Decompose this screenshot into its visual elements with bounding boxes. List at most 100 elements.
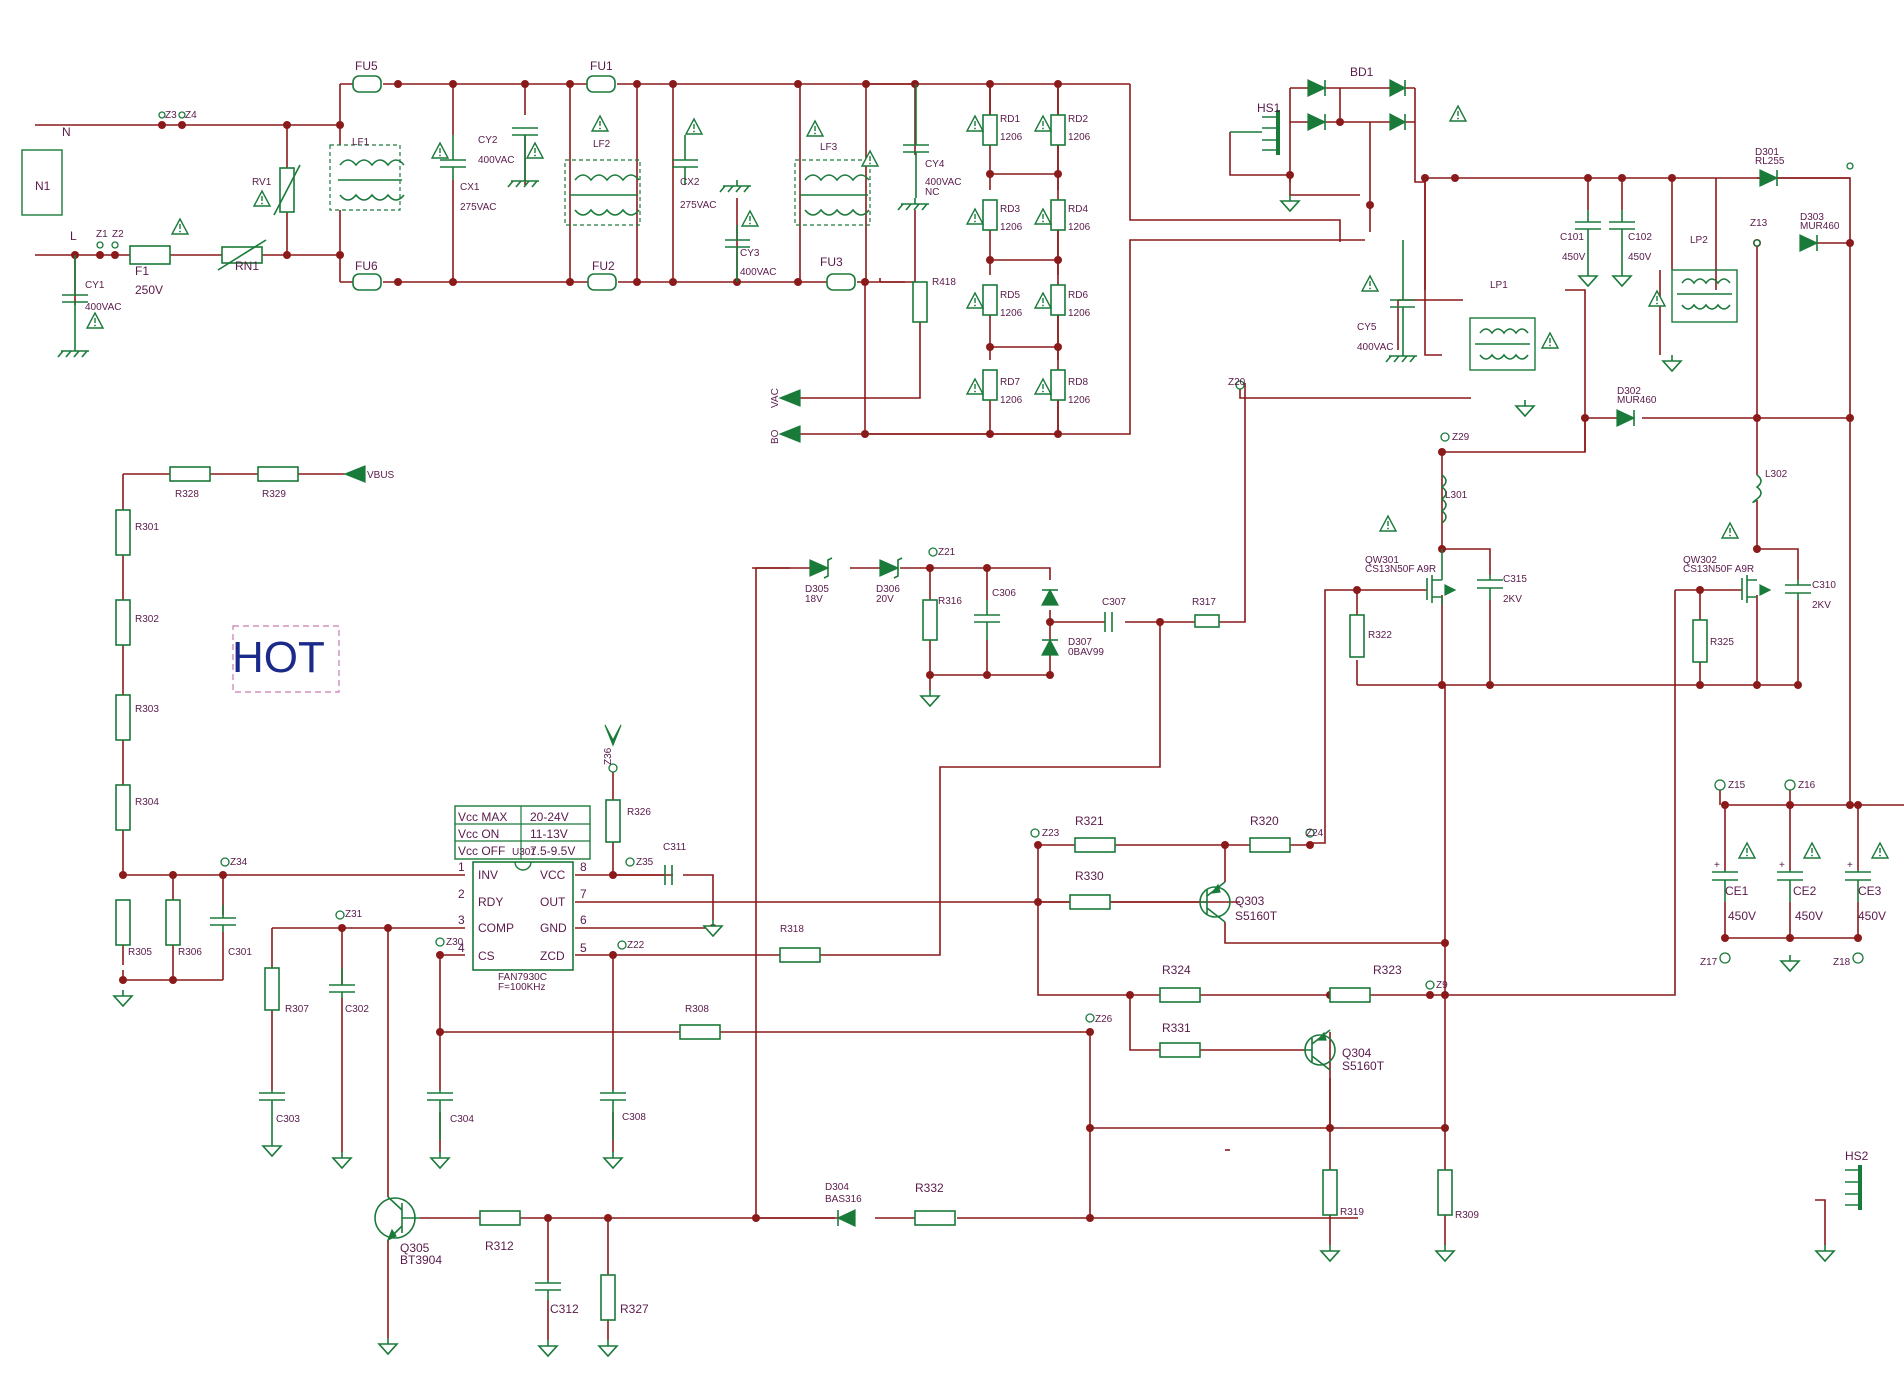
fuse-fu3 bbox=[826, 273, 856, 291]
diode-d301 bbox=[1759, 169, 1779, 187]
label-r320: R320 bbox=[1250, 814, 1279, 828]
resistor-r317 bbox=[1194, 614, 1220, 628]
cap-cy4 bbox=[903, 144, 929, 153]
resistor-r319 bbox=[1322, 1169, 1338, 1216]
ic-pin-4-name: CS bbox=[478, 949, 495, 963]
label-d301-type: RL255 bbox=[1755, 156, 1785, 167]
resistor-r304 bbox=[115, 784, 131, 831]
label-rd7: RD7 bbox=[1000, 377, 1020, 388]
label-n1: N1 bbox=[35, 179, 51, 193]
label-rd2-pkg: 1206 bbox=[1068, 132, 1091, 143]
label-c310: C310 bbox=[1812, 580, 1836, 591]
resistor-rd1 bbox=[982, 114, 998, 146]
diodes bbox=[809, 79, 1819, 1227]
resistor-r302 bbox=[115, 599, 131, 646]
label-rd4: RD4 bbox=[1068, 204, 1088, 215]
label-f1-rating: 250V bbox=[135, 283, 163, 297]
label-d302-type: MUR460 bbox=[1617, 395, 1657, 406]
label-r303: R303 bbox=[135, 704, 159, 715]
vcc-spec-table bbox=[454, 805, 591, 860]
label-d301: D301 bbox=[1755, 147, 1779, 158]
label-lf3: LF3 bbox=[820, 142, 838, 153]
label-r305: R305 bbox=[128, 947, 152, 958]
label-r325: R325 bbox=[1710, 637, 1734, 648]
thermistor-rn1 bbox=[217, 239, 267, 271]
tp-label-z9: Z9 bbox=[1436, 980, 1448, 991]
label-hs2: HS2 bbox=[1845, 1149, 1869, 1163]
label-c102-v: 450V bbox=[1628, 252, 1652, 263]
label-r331: R331 bbox=[1162, 1021, 1191, 1035]
label-c303: C303 bbox=[276, 1114, 300, 1125]
label-cx2-v: 275VAC bbox=[680, 200, 717, 211]
tp-label-z17: Z17 bbox=[1700, 957, 1718, 968]
resistor-r331 bbox=[1159, 1042, 1201, 1058]
label-fu6: FU6 bbox=[355, 259, 378, 273]
cap-c306 bbox=[974, 614, 1000, 623]
label-r418: R418 bbox=[932, 277, 956, 288]
vcc-table-row-1-param: Vcc MAX bbox=[458, 810, 507, 824]
common-mode-choke-lf1 bbox=[329, 144, 405, 211]
labels: N L N1 VAC BO VBUS F1 250V FU5 FU6 FU1 F… bbox=[35, 59, 1886, 1316]
resistor-rd6 bbox=[1050, 284, 1066, 316]
bjt-q305 bbox=[374, 1196, 420, 1242]
label-c306: C306 bbox=[992, 588, 1016, 599]
label-r304: R304 bbox=[135, 797, 159, 808]
label-ce3: CE3 bbox=[1858, 884, 1882, 898]
cap-c101 bbox=[1575, 221, 1601, 230]
cap-cy2 bbox=[512, 127, 538, 136]
resistor-r332 bbox=[914, 1210, 956, 1226]
label-r307: R307 bbox=[285, 1004, 309, 1015]
junction-dots bbox=[71, 80, 1862, 1222]
ic-pin-5-num: 5 bbox=[580, 941, 587, 955]
ic-pin-6-name: GND bbox=[540, 921, 567, 935]
label-cy3: CY3 bbox=[740, 248, 760, 259]
label-rd7-pkg: 1206 bbox=[1000, 395, 1023, 406]
tp-label-z13: Z13 bbox=[1750, 218, 1768, 229]
tp-label-z26: Z26 bbox=[1095, 1014, 1113, 1025]
cap-c302 bbox=[329, 984, 355, 993]
tp-label-z30: Z30 bbox=[446, 937, 464, 948]
label-c311: C311 bbox=[663, 842, 687, 853]
resistor-r330 bbox=[1069, 894, 1111, 910]
diode-d303 bbox=[1799, 234, 1819, 252]
label-cx1-v: 275VAC bbox=[460, 202, 497, 213]
label-c304: C304 bbox=[450, 1114, 474, 1125]
resistor-r323 bbox=[1329, 987, 1371, 1003]
vcc-table-row-3-param: Vcc OFF bbox=[458, 844, 505, 858]
ic-pin-1-num: 1 bbox=[458, 860, 465, 874]
cap-c303 bbox=[259, 1092, 285, 1101]
connector-n1 bbox=[21, 149, 63, 216]
label-d305-type: 18V bbox=[805, 594, 823, 605]
label-cy2-v: 400VAC bbox=[478, 155, 515, 166]
label-d307-type: 0BAV99 bbox=[1068, 647, 1104, 658]
label-d303: D303 bbox=[1800, 212, 1824, 223]
label-rd1-pkg: 1206 bbox=[1000, 132, 1023, 143]
label-q304-type: S5160T bbox=[1342, 1059, 1385, 1073]
port-vcc-arrow bbox=[604, 724, 622, 747]
label-ce1-v: 450V bbox=[1728, 909, 1756, 923]
ic-pin-8-name: VCC bbox=[540, 868, 566, 882]
fuse-fu5 bbox=[352, 75, 382, 93]
inductor-l302 bbox=[1752, 474, 1762, 504]
label-bd1: BD1 bbox=[1350, 65, 1374, 79]
label-r327: R327 bbox=[620, 1302, 649, 1316]
resistor-r312 bbox=[479, 1210, 521, 1226]
label-r328: R328 bbox=[175, 489, 199, 500]
label-hs1: HS1 bbox=[1257, 101, 1281, 115]
resistor-rd3 bbox=[982, 199, 998, 231]
resistor-r320 bbox=[1249, 837, 1291, 853]
resistor-r303 bbox=[115, 694, 131, 741]
label-r316: R316 bbox=[938, 596, 962, 607]
resistor-r301 bbox=[115, 509, 131, 556]
label-l302: L302 bbox=[1765, 469, 1788, 480]
resistor-r329 bbox=[257, 466, 299, 482]
label-q305-type: BT3904 bbox=[400, 1253, 442, 1267]
label-q303-type: S5160T bbox=[1235, 909, 1278, 923]
label-fu1: FU1 bbox=[590, 59, 613, 73]
common-mode-choke-lp2 bbox=[1671, 269, 1738, 323]
svg-text:+: + bbox=[1779, 860, 1785, 871]
diode-d304 bbox=[836, 1209, 856, 1227]
label-f1: F1 bbox=[135, 264, 149, 278]
label-d305: D305 bbox=[805, 584, 829, 595]
ic-pin-6-num: 6 bbox=[580, 913, 587, 927]
